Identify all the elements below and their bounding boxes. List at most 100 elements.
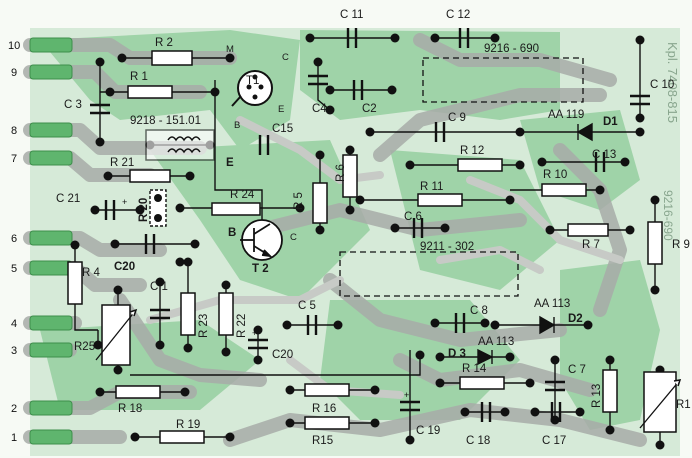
transistor-t2 <box>240 219 283 261</box>
label-c2: C2 <box>362 103 377 115</box>
edge-finger-6 <box>29 230 73 246</box>
label-c1: C 1 <box>150 281 168 293</box>
capacitor-c21 <box>104 200 116 220</box>
label-c7: C 7 <box>568 364 586 376</box>
label-ic-9211: 9211 - 302 <box>420 241 474 253</box>
polarity-marks: + + + <box>122 197 409 400</box>
edge-finger-10 <box>29 37 73 53</box>
svg-text:+: + <box>252 328 257 338</box>
resistor-r10 <box>541 183 587 197</box>
resistor-r6 <box>342 154 358 198</box>
resistor-r19 <box>159 430 205 444</box>
resistor-r11 <box>417 193 463 207</box>
label-t2-b: B <box>228 227 236 239</box>
pin-number: 10 <box>8 40 20 52</box>
label-c11: C 11 <box>340 9 363 21</box>
label-t1: T1 <box>246 75 259 87</box>
pin-number: 5 <box>11 263 17 275</box>
resistor-r4 <box>67 261 83 305</box>
silkscreen-watermarks: Kpl. 7408-815 9216-690 <box>661 42 680 241</box>
label-r11: R 11 <box>420 181 443 193</box>
resistor-r13 <box>602 369 618 413</box>
capacitor-c9 <box>434 122 446 142</box>
resistor-r16 <box>304 383 350 397</box>
capacitor-c12 <box>458 28 470 48</box>
label-d3: D 3 <box>448 348 466 360</box>
edge-finger-7 <box>29 150 73 166</box>
edge-finger-3 <box>29 342 73 358</box>
capacitor-c17 <box>550 402 562 422</box>
resistor-r22 <box>218 292 234 336</box>
svg-text:+: + <box>404 390 409 400</box>
pin-number: 1 <box>11 432 17 444</box>
label-ic-9218: 9218 - 151.01 <box>130 115 201 127</box>
pin-number: 8 <box>11 125 17 137</box>
resistor-r24 <box>211 202 261 216</box>
label-r23: R 23 <box>198 314 210 338</box>
resistor-r2 <box>151 50 193 66</box>
watermark-top: Kpl. 7408-815 <box>665 42 680 123</box>
label-r4: R 4 <box>82 267 101 279</box>
resistor-r15 <box>304 416 350 430</box>
capacitor-c19 <box>400 400 420 412</box>
label-r5: R 5 <box>293 192 305 210</box>
label-r1-trimmer: R1 <box>676 399 691 411</box>
label-c19: C 19 <box>416 425 440 437</box>
label-r15: R15 <box>312 435 333 447</box>
capacitor-c2 <box>352 80 364 100</box>
resistor-r21 <box>129 169 171 183</box>
pin-number: 6 <box>11 233 17 245</box>
svg-text:+: + <box>122 197 127 207</box>
label-r24: R 24 <box>230 189 255 201</box>
capacitor-c3 <box>90 103 110 115</box>
edge-finger-5 <box>29 260 73 276</box>
capacitor-c7 <box>545 380 565 392</box>
pin-number: 7 <box>11 153 17 165</box>
label-c12: C 12 <box>446 9 470 21</box>
label-t2-e: E <box>226 157 234 169</box>
label-c4: C4 <box>312 103 327 115</box>
label-r1: R 1 <box>130 71 148 83</box>
label-r13: R 13 <box>591 384 603 408</box>
edge-finger-8 <box>29 122 73 138</box>
transistor-t1 <box>231 70 273 107</box>
diode-d1 <box>576 122 593 142</box>
label-c9: C 9 <box>448 112 466 124</box>
label-c21: C 21 <box>56 193 80 205</box>
capacitor-c20-top <box>144 234 156 254</box>
label-ic-9216: 9216 - 690 <box>484 43 539 55</box>
label-c8: C 8 <box>470 305 488 317</box>
resistor-r14 <box>459 376 505 390</box>
label-r22: R 22 <box>236 314 248 338</box>
label-r6: R 6 <box>335 164 347 182</box>
label-d1: D1 <box>603 116 618 128</box>
pin-numbers: 10 9 8 7 6 5 4 3 2 1 <box>8 40 20 444</box>
label-r12: R 12 <box>460 145 484 157</box>
label-d2-type: AA 113 <box>534 298 570 310</box>
capacitor-c1 <box>150 308 170 320</box>
capacitor-c4 <box>308 74 328 86</box>
label-r16: R 16 <box>312 403 336 415</box>
label-c17: C 17 <box>542 435 566 447</box>
resistors <box>67 50 663 444</box>
label-r7: R 7 <box>582 239 600 251</box>
pin-number: 2 <box>11 403 17 415</box>
label-d2: D2 <box>568 313 583 325</box>
edge-finger-4 <box>29 315 73 331</box>
label-r14: R 14 <box>462 363 487 375</box>
label-r10: R 10 <box>543 169 567 181</box>
label-c20-left: C20 <box>114 261 135 273</box>
diode-d2 <box>539 315 556 335</box>
component-labels: R 2 R 1 R 21 R 24 R 5 R 6 R 11 R 12 R 10… <box>56 9 691 447</box>
label-r25: R25 <box>74 341 95 353</box>
label-c10: C 10 <box>650 79 674 91</box>
label-t1-e: E <box>278 104 284 115</box>
label-d1-type: AA 119 <box>548 109 584 121</box>
label-t1-m: M <box>226 44 234 55</box>
label-c13: C 13 <box>592 149 616 161</box>
label-c3: C 3 <box>64 99 82 111</box>
ic-9216-outline <box>422 57 584 103</box>
label-d3-type: AA 113 <box>478 336 514 348</box>
